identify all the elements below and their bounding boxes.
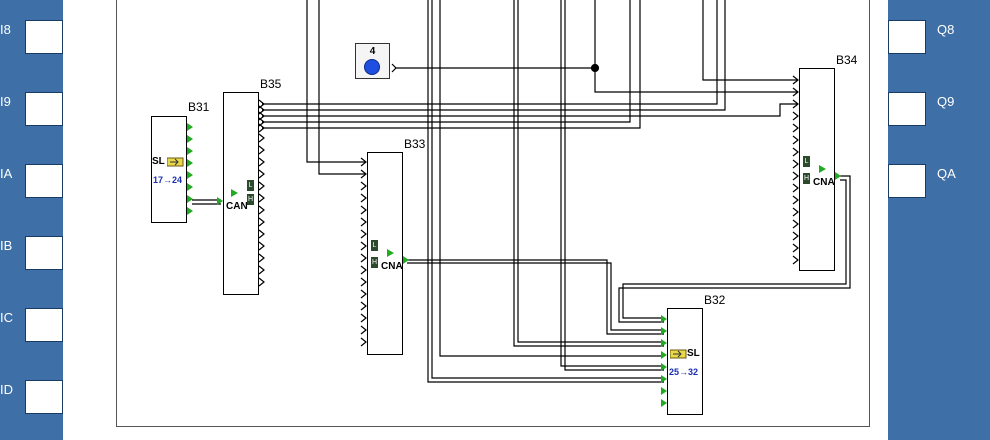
output-label-q8: Q8	[937, 22, 955, 37]
wire-b32-in6	[560, 0, 664, 367]
input-label-i9: I9	[0, 94, 11, 109]
wire-b35-out5	[262, 0, 641, 129]
block-b32-function: SL	[687, 348, 700, 359]
block-b35-tag-l: L	[247, 180, 254, 191]
play-icon	[231, 189, 238, 197]
block-b32-range: 25→32	[669, 367, 699, 377]
input-label-id: ID	[0, 382, 13, 397]
block-b32-label: B32	[704, 293, 726, 307]
block-b34-label: B34	[836, 53, 858, 67]
block-b33-label: B33	[404, 137, 426, 151]
wire-b34-in0	[702, 0, 797, 81]
wire-b33-b32a	[407, 259, 664, 335]
output-slot-qa[interactable]	[888, 164, 926, 198]
input-slot-i8[interactable]	[25, 20, 63, 54]
wire-b32-in6b	[564, 0, 664, 371]
block-b33-tag-h: H	[371, 257, 378, 268]
constant-block[interactable]: 4	[355, 43, 390, 79]
input-label-i8: I8	[0, 22, 11, 37]
right-output-rail: Q8 Q9 QA	[888, 0, 990, 440]
wire-b32-in4	[513, 0, 664, 347]
block-b31-label: B31	[188, 100, 210, 114]
wire-b35-out1	[262, 0, 718, 105]
input-label-ia: IA	[0, 166, 13, 181]
left-input-rail: I8 I9 IA IB IC ID	[0, 0, 63, 440]
b34-pins	[792, 75, 799, 265]
wire-b32-in5	[439, 0, 664, 357]
block-b32[interactable]: SL 25→32	[667, 308, 703, 415]
block-b34-function: CNA	[813, 177, 835, 188]
wire-b35-out4	[262, 0, 631, 123]
wire-b33-in1	[306, 0, 365, 163]
constant-value: 4	[369, 46, 376, 57]
wire-b35-out3	[262, 103, 797, 117]
block-b35-label: B35	[260, 77, 282, 91]
output-label-q9: Q9	[937, 94, 955, 109]
block-b33-function: CNA	[381, 261, 403, 272]
input-slot-i9[interactable]	[25, 92, 63, 126]
input-label-ic: IC	[0, 310, 13, 325]
block-b34-tag-l: L	[803, 156, 810, 167]
block-b35-function: CAN	[226, 201, 248, 212]
wire-b33-in2	[318, 0, 365, 175]
wire-b34-b32a	[618, 175, 851, 323]
output-slot-q8[interactable]	[888, 20, 926, 54]
input-slot-ia[interactable]	[25, 164, 63, 198]
output-slot-q9[interactable]	[888, 92, 926, 126]
wire-b33-b32b	[407, 262, 664, 331]
b35-pins	[258, 99, 265, 287]
block-b31[interactable]: SL 17→24	[151, 116, 187, 223]
indicator-led-icon	[364, 59, 380, 75]
play-icon	[387, 249, 394, 257]
input-slot-id[interactable]	[25, 380, 63, 414]
block-b35-tag-h: H	[247, 194, 254, 205]
shift-arrow-icon	[670, 349, 687, 359]
input-slot-ib[interactable]	[25, 236, 63, 270]
block-b33[interactable]: L H CNA	[367, 152, 403, 355]
b32-pins	[661, 315, 667, 407]
input-label-ib: IB	[0, 238, 13, 253]
input-slot-ic[interactable]	[25, 308, 63, 342]
block-b33-tag-l: L	[371, 240, 378, 251]
wire-b32-in3	[517, 0, 664, 343]
block-b31-range: 17→24	[153, 175, 183, 185]
output-label-qa: QA	[937, 166, 956, 181]
wire-b34-b32b	[622, 179, 847, 319]
play-icon	[819, 165, 826, 173]
wire-b32-in7	[431, 0, 664, 379]
block-b34-tag-h: H	[803, 173, 810, 184]
wire-b35-out2	[262, 0, 726, 111]
b31-pins	[187, 123, 223, 215]
wire-b34-in1	[594, 0, 797, 93]
wire-b32-in8	[427, 0, 664, 383]
b33-pins	[360, 157, 367, 347]
block-b31-function: SL	[152, 156, 165, 167]
shift-arrow-icon	[167, 157, 184, 167]
block-b35[interactable]: L H CAN	[223, 92, 259, 295]
block-b34[interactable]: L H CNA	[799, 68, 835, 271]
